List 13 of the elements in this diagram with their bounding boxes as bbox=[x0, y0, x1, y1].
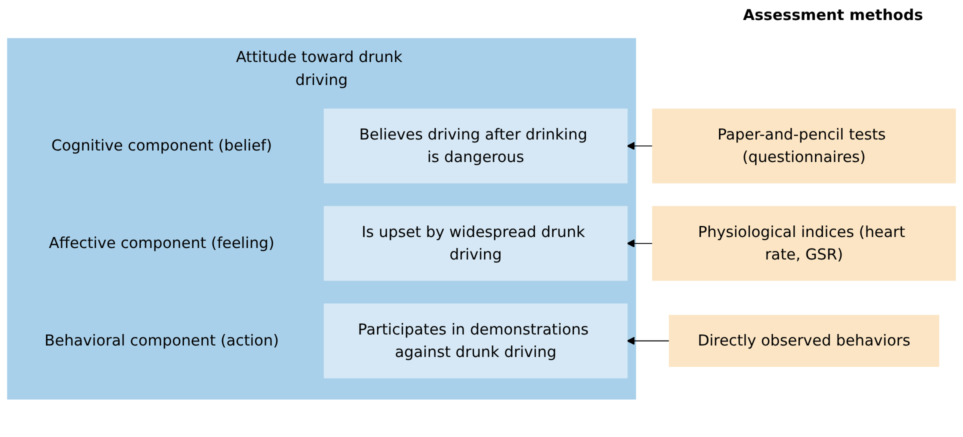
node-label: Cognitive component (belief) bbox=[51, 136, 272, 154]
node-box: Is upset by widespread drunk driving bbox=[324, 206, 628, 280]
node-box: Believes driving after drinking is dangerous bbox=[324, 108, 628, 183]
node-box: Paper-and-pencil tests (questionnaires) bbox=[652, 108, 956, 183]
node-box: Directly observed behaviors bbox=[668, 314, 940, 367]
node-box: Physiological indices (heart rate, GSR) bbox=[652, 206, 956, 280]
node-box: Participates in demonstrations against drunk driving bbox=[324, 303, 628, 378]
node-label: Affective component (feeling) bbox=[48, 234, 274, 252]
column-heading: Assessment methods bbox=[743, 6, 923, 24]
arrow bbox=[626, 238, 654, 248]
arrow bbox=[626, 336, 670, 345]
arrow bbox=[626, 141, 654, 150]
node-label: Behavioral component (action) bbox=[44, 331, 279, 350]
